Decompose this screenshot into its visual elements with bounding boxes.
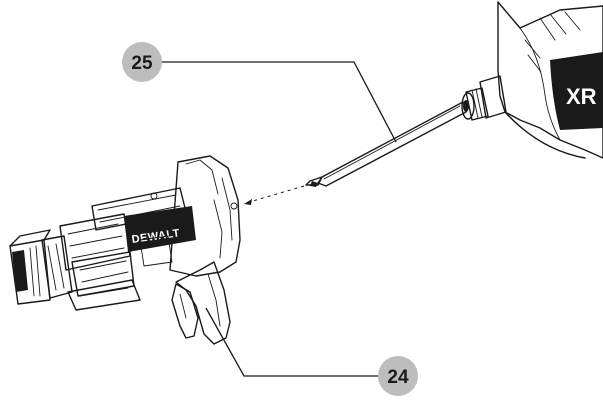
callout-24-label: 24 xyxy=(387,367,409,388)
callout-24: 24 xyxy=(378,356,418,396)
alignment-arrowhead xyxy=(244,199,252,205)
drill-body: XR xyxy=(461,1,603,159)
callout-25-label: 25 xyxy=(131,53,153,74)
leader-line-25 xyxy=(160,61,397,143)
leader-line-24 xyxy=(205,307,378,377)
extension-bit xyxy=(305,101,467,187)
screw-attachment: DEWALT xyxy=(9,155,241,345)
drill-badge-text: XR xyxy=(566,84,597,109)
callout-25: 25 xyxy=(122,42,162,82)
alignment-guide xyxy=(245,185,305,204)
